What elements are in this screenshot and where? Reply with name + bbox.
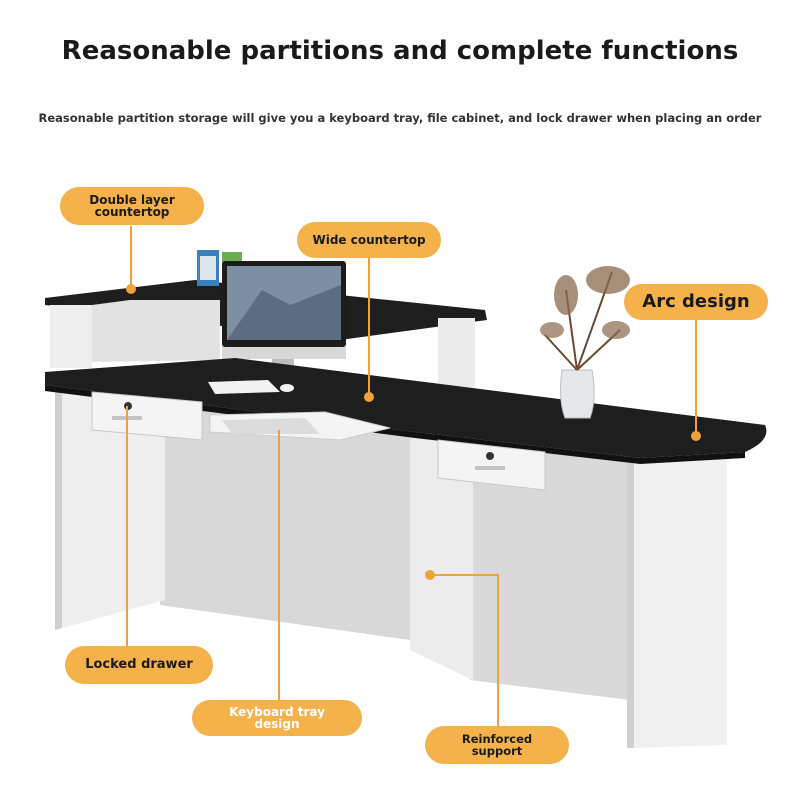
double-layer-leader bbox=[130, 226, 132, 288]
page-subtitle: Reasonable partition storage will give y… bbox=[38, 111, 762, 125]
double-layer-dot bbox=[126, 284, 136, 294]
wide-countertop-leader bbox=[368, 258, 370, 396]
keyboard-tray-leader bbox=[278, 430, 280, 702]
callout-label: Locked drawer bbox=[85, 657, 193, 672]
callout-label: Reinforced support bbox=[461, 732, 533, 758]
callout-locked-drawer: Locked drawer bbox=[65, 646, 213, 684]
callout-reinforced-support: Reinforced support bbox=[425, 726, 569, 764]
locked-drawer-leader bbox=[126, 406, 128, 646]
arc-design-leader bbox=[695, 320, 697, 434]
callout-label: Keyboard tray design bbox=[229, 705, 325, 731]
page-title: Reasonable partitions and complete funct… bbox=[61, 36, 739, 66]
callout-keyboard-tray-design: Keyboard tray design bbox=[192, 700, 362, 736]
reinforced-support-dot bbox=[425, 570, 435, 580]
callout-label: Double layer countertop bbox=[89, 193, 175, 219]
callout-double-layer-countertop: Double layer countertop bbox=[60, 187, 204, 225]
reinforced-support-leader-h bbox=[430, 574, 498, 576]
callout-wide-countertop: Wide countertop bbox=[297, 222, 441, 258]
callout-label: Wide countertop bbox=[312, 233, 426, 247]
wide-countertop-dot bbox=[364, 392, 374, 402]
callout-label: Arc design bbox=[642, 291, 750, 312]
reinforced-support-leader-v bbox=[497, 574, 499, 726]
callout-arc-design: Arc design bbox=[624, 284, 768, 320]
arc-design-dot bbox=[691, 431, 701, 441]
